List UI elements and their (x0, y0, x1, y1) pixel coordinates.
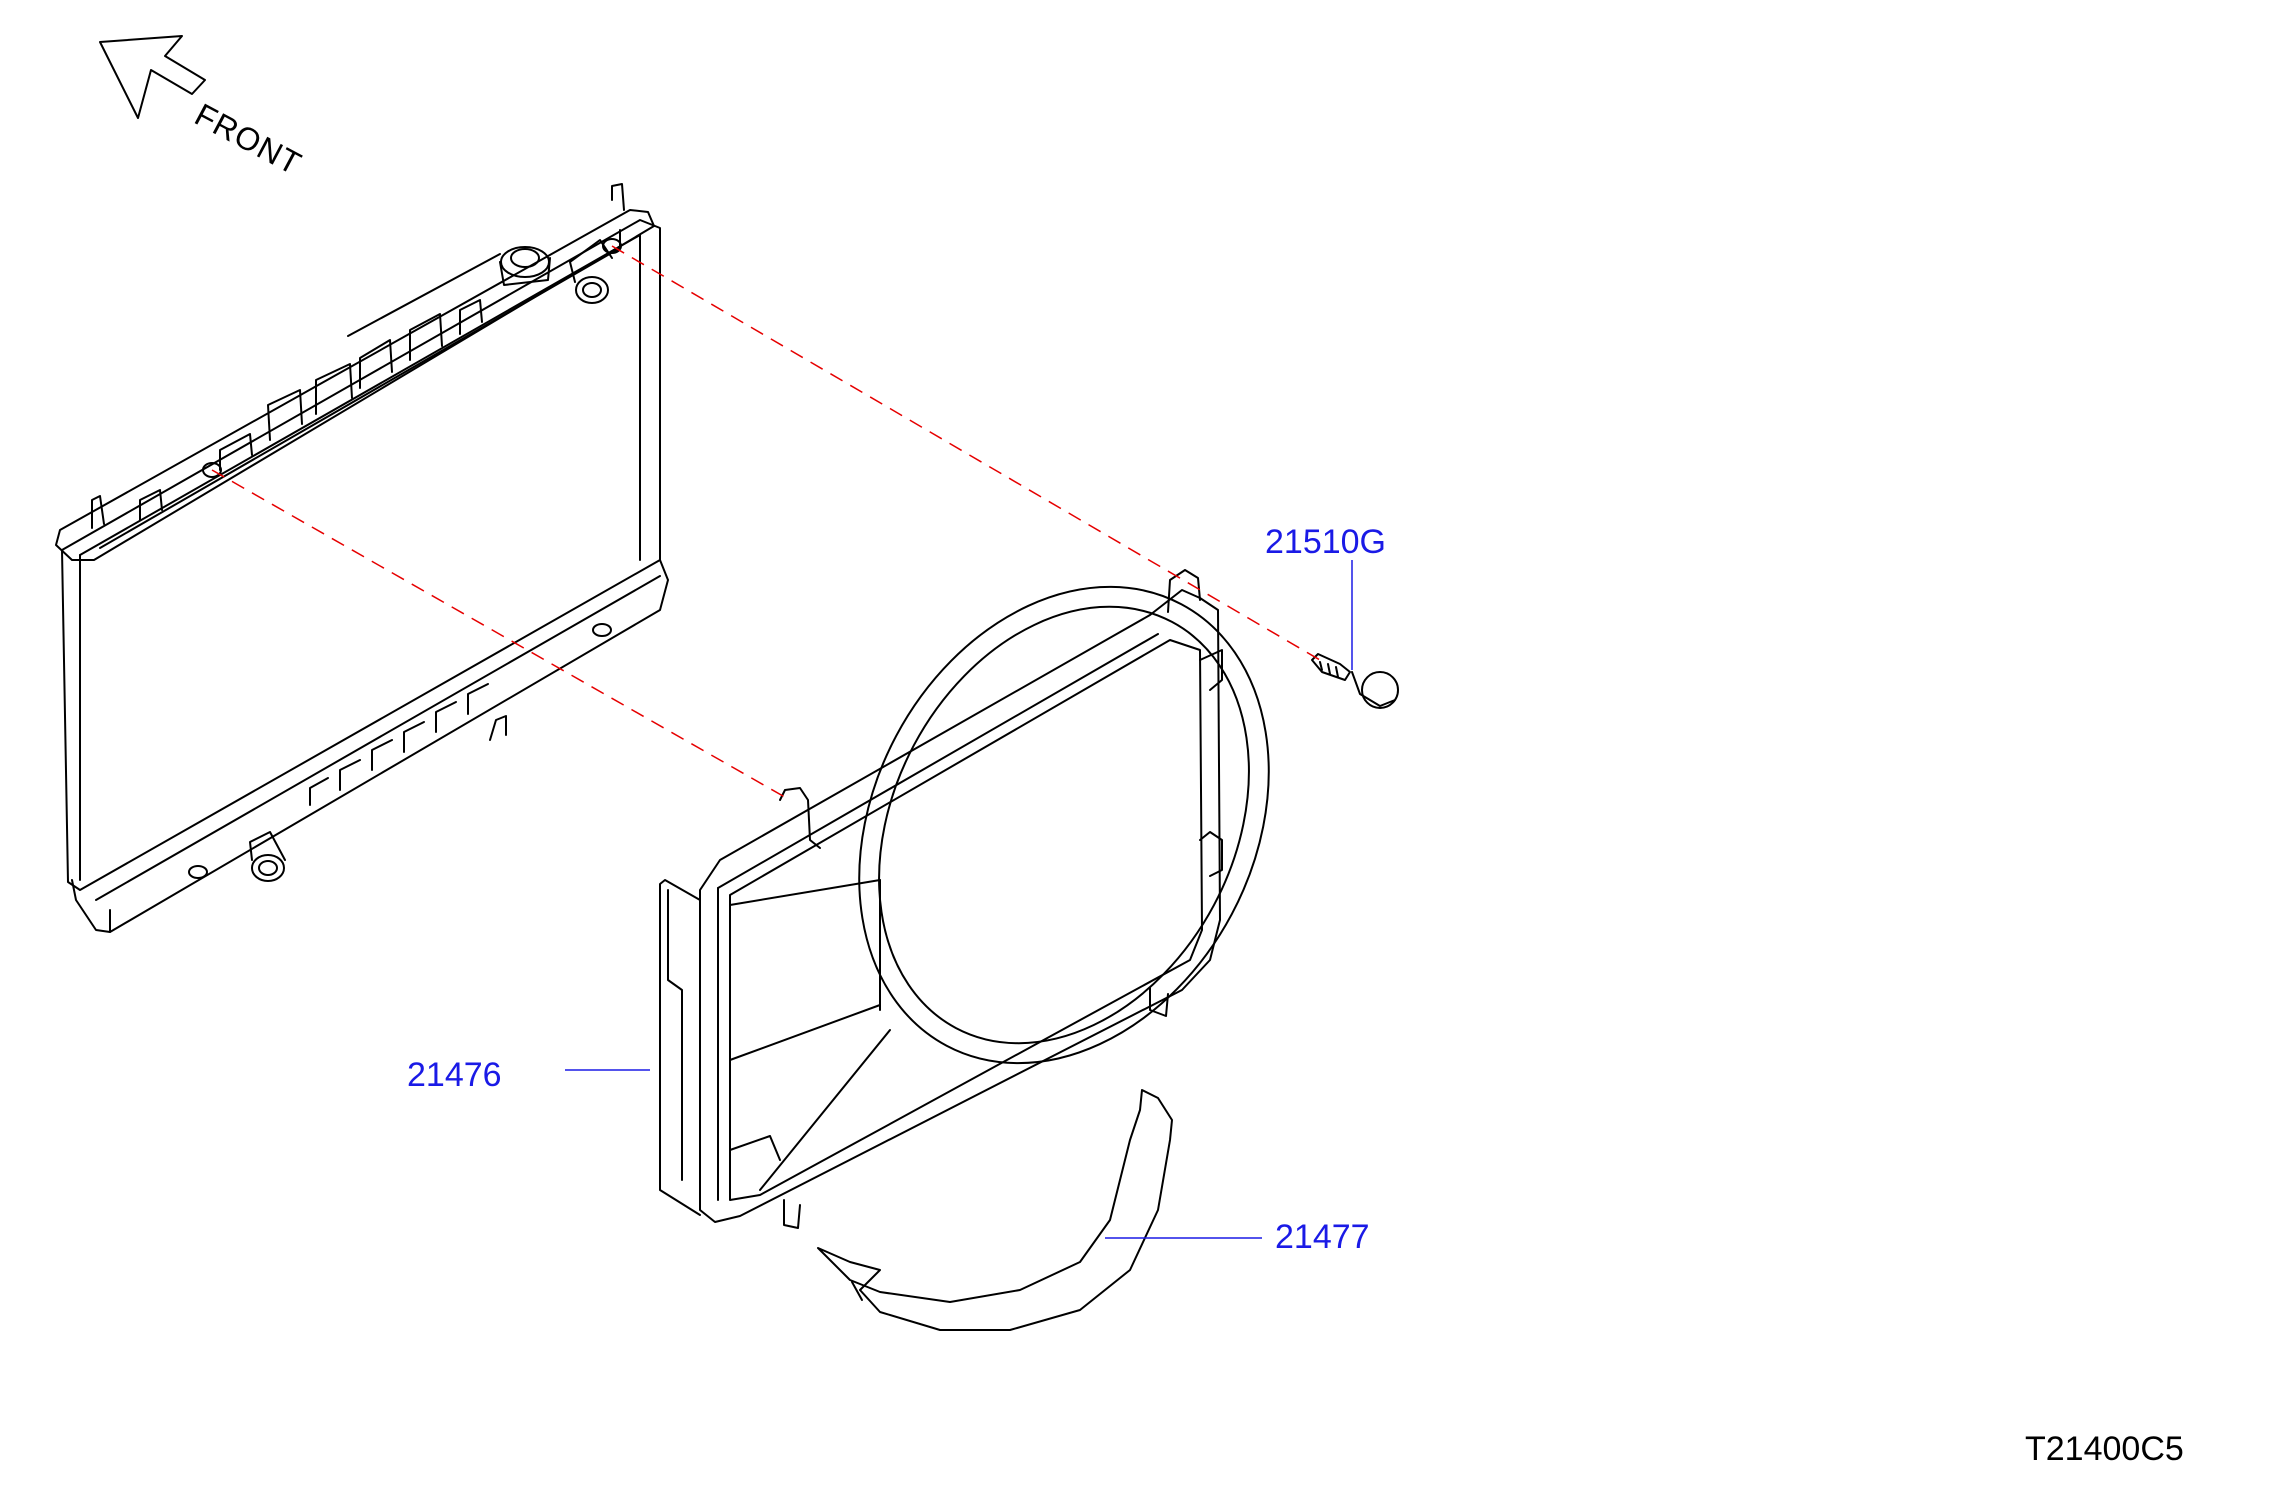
fan-shroud (659, 569, 1270, 1229)
assembly-guide-lines (211, 245, 1321, 801)
radiator (55, 183, 669, 933)
leader-lines (565, 560, 1353, 1239)
clip-fastener (1311, 653, 1399, 709)
part-number-21476[interactable]: 21476 (407, 1056, 502, 1094)
part-number-21510g[interactable]: 21510G (1265, 523, 1386, 561)
lower-shroud (817, 1089, 1173, 1331)
front-arrow-icon (99, 35, 206, 119)
part-number-21477[interactable]: 21477 (1275, 1218, 1370, 1256)
drawing-code: T21400C5 (2025, 1430, 2184, 1468)
